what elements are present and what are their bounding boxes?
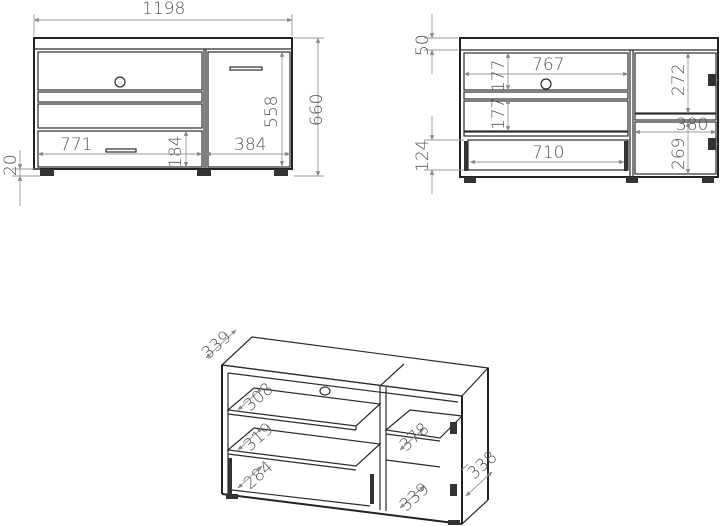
drawer-iso-label: 284 [240, 457, 277, 494]
open-body-outline [459, 37, 719, 178]
iso-view: 339 308 319 284 378 339 338 [198, 327, 501, 525]
compartment2-label: 177 [489, 98, 509, 130]
right-lower-label: 269 [669, 138, 689, 170]
right-upper-label: 272 [669, 64, 689, 96]
cable-hole-icon [540, 78, 552, 90]
drawer-width-label-open: 710 [532, 143, 564, 163]
drawer-height-label: 184 [166, 136, 186, 168]
right-width-label: 380 [676, 115, 708, 135]
open-view: 50 767 177 177 124 710 272 380 269 [413, 14, 719, 194]
shelf2-label: 319 [240, 419, 277, 456]
front-door [207, 51, 291, 168]
cable-hole-icon [319, 386, 331, 396]
leg-height-label: 20 [1, 154, 21, 176]
hinge-icon [450, 422, 457, 434]
height-label: 660 [307, 94, 327, 126]
front-body-outline [33, 37, 293, 170]
drawer-width-label: 771 [60, 135, 92, 155]
front-open-compartment [37, 51, 203, 91]
door-width-label: 384 [234, 135, 266, 155]
compartment1-label: 177 [489, 60, 509, 92]
front-shelf [37, 91, 203, 103]
cable-hole-icon [114, 76, 126, 88]
hinge-icon [450, 484, 457, 496]
leg [274, 169, 288, 176]
shelf1-label: 308 [240, 379, 277, 416]
hinge-icon [708, 138, 716, 150]
leg [197, 169, 211, 176]
front-drawer [37, 130, 203, 168]
door-depth-label: 338 [464, 447, 501, 484]
top-label: 50 [413, 34, 433, 56]
drawer-label: 124 [413, 140, 433, 172]
door-handle [229, 66, 263, 71]
right-shelf-label: 378 [396, 419, 433, 456]
door-height-label: 558 [262, 96, 282, 128]
front-view: 1198 660 558 184 771 384 20 [1, 0, 327, 206]
right-bottom-label: 339 [396, 479, 433, 516]
hinge-icon [708, 74, 716, 86]
shelf-width-label: 767 [532, 55, 564, 75]
width-label: 1198 [142, 0, 185, 19]
leg [40, 169, 54, 176]
drawer-handle [105, 148, 137, 153]
